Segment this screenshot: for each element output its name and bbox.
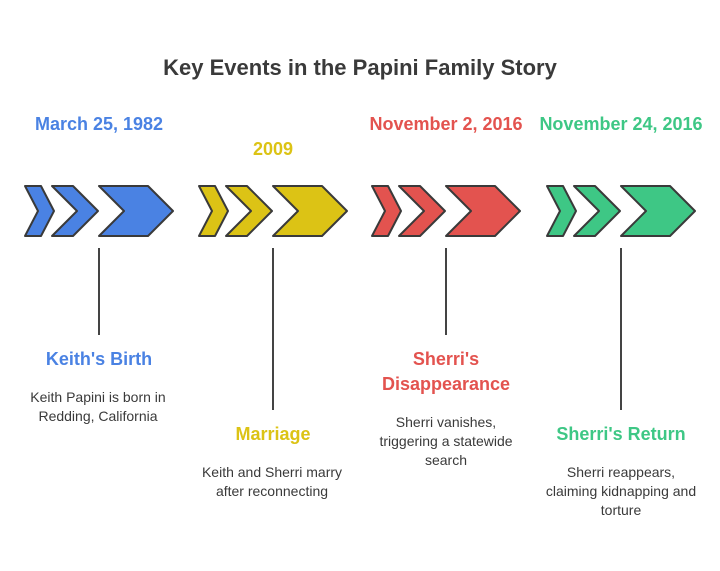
event-2-chevron-large (272, 185, 348, 237)
event-3-description: Sherri vanishes, triggering a statewide … (379, 414, 513, 468)
event-4-chevron-small (546, 185, 577, 237)
event-4-chevrons (546, 185, 696, 237)
event-3-chevron-small (371, 185, 402, 237)
event-3-chevron-large (445, 185, 521, 237)
event-1-chevrons (24, 185, 174, 237)
event-3-title: Sherri's Disappearance (381, 349, 511, 394)
event-1-title: Keith's Birth (45, 349, 153, 369)
event-2-chevron-small (198, 185, 229, 237)
event-3-chevrons (371, 185, 521, 237)
event-1-date: March 25, 1982 (34, 114, 164, 134)
event-2-chevrons (198, 185, 348, 237)
event-4-title: Sherri's Return (556, 424, 686, 444)
event-3-chevron-medium (398, 185, 446, 237)
event-2-date: 2009 (252, 139, 294, 159)
event-1-chevron-small (24, 185, 55, 237)
event-2-chevron-medium (225, 185, 273, 237)
event-1-chevron-medium (51, 185, 99, 237)
diagram-title: Key Events in the Papini Family Story (163, 55, 557, 80)
event-2-description: Keith and Sherri marry after reconnectin… (201, 464, 343, 499)
event-4-chevron-medium (573, 185, 621, 237)
event-4-description: Sherri reappears, claiming kidnapping an… (545, 464, 697, 518)
event-2-title: Marriage (235, 424, 311, 444)
event-4-date: November 24, 2016 (539, 114, 703, 134)
event-3-date: November 2, 2016 (369, 114, 523, 134)
event-1-chevron-large (98, 185, 174, 237)
event-1-description: Keith Papini is born in Redding, Califor… (30, 389, 166, 424)
event-4-chevron-large (620, 185, 696, 237)
